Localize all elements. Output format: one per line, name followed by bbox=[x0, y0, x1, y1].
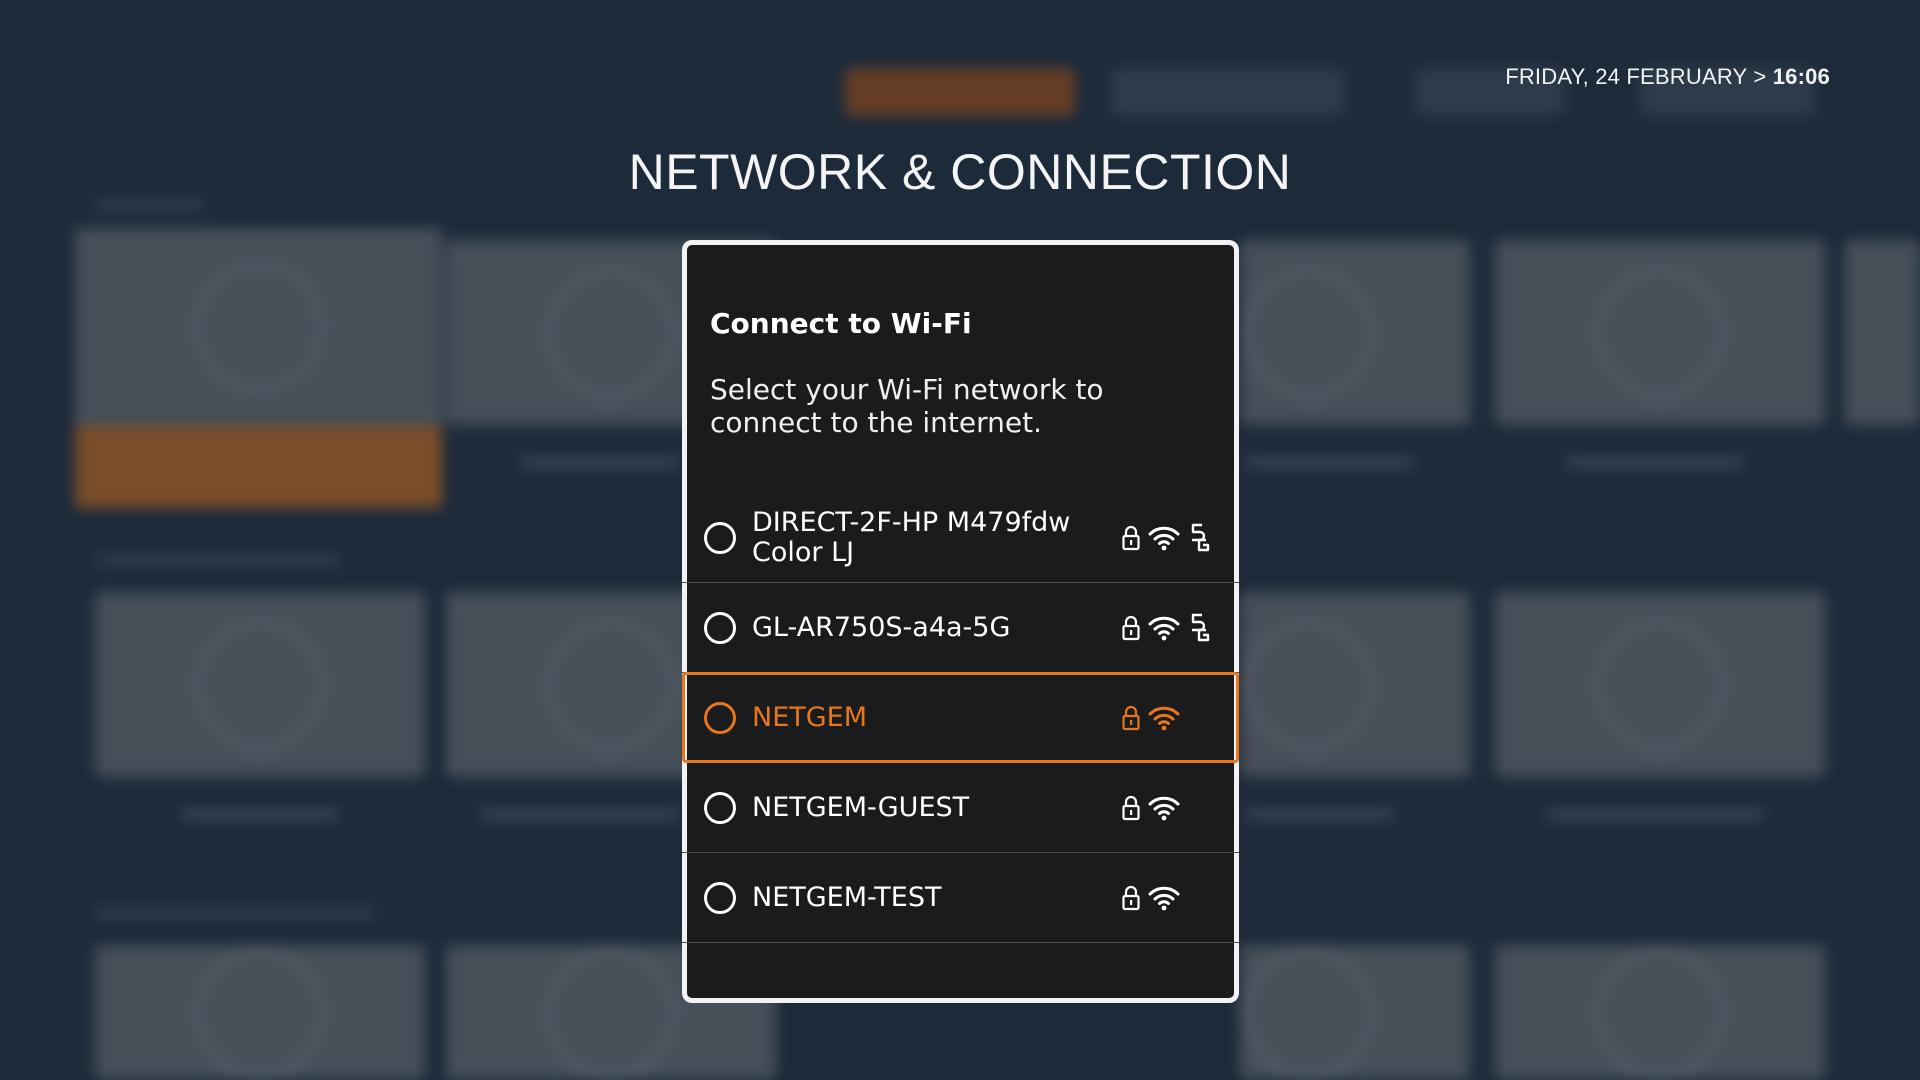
network-name: NETGEM-TEST bbox=[752, 881, 942, 913]
network-name: NETGEM bbox=[752, 701, 868, 733]
wifi-signal-icon bbox=[1148, 525, 1180, 551]
network-name: DIRECT-2F-HP M479fdw Color LJ bbox=[752, 506, 1071, 568]
date-time-separator: > bbox=[1753, 64, 1767, 89]
network-row-2[interactable]: GL-AR750S-a4a-5G bbox=[682, 583, 1239, 673]
network-status-icons bbox=[1122, 608, 1210, 648]
radio-button-icon[interactable] bbox=[704, 701, 736, 734]
radio-button-icon[interactable] bbox=[704, 521, 736, 554]
wifi-signal-icon bbox=[1148, 885, 1180, 911]
network-status-icons bbox=[1122, 788, 1180, 828]
radio-button-icon[interactable] bbox=[704, 881, 736, 914]
lock-icon bbox=[1122, 525, 1140, 551]
network-name: GL-AR750S-a4a-5G bbox=[752, 611, 1011, 643]
radio-button-icon[interactable] bbox=[704, 791, 736, 824]
lock-icon bbox=[1122, 885, 1140, 911]
list-end bbox=[682, 943, 1239, 953]
dialog-subtitle: Select your Wi-Fi network to connect to … bbox=[710, 373, 1104, 439]
network-status-icons bbox=[1122, 878, 1180, 918]
wifi-signal-icon bbox=[1148, 705, 1180, 731]
5g-band-icon bbox=[1188, 523, 1210, 553]
network-row-1[interactable]: DIRECT-2F-HP M479fdw Color LJ bbox=[682, 493, 1239, 583]
network-row-5[interactable]: NETGEM-TEST bbox=[682, 853, 1239, 943]
dialog-title: Connect to Wi-Fi bbox=[710, 307, 972, 340]
wifi-signal-icon bbox=[1148, 795, 1180, 821]
network-name: NETGEM-GUEST bbox=[752, 791, 970, 823]
radio-button-icon[interactable] bbox=[704, 611, 736, 644]
network-list: DIRECT-2F-HP M479fdw Color LJ GL-AR750S-… bbox=[682, 493, 1239, 953]
5g-band-icon bbox=[1188, 613, 1210, 643]
page-title: NETWORK & CONNECTION bbox=[628, 144, 1292, 200]
network-status-icons bbox=[1122, 518, 1210, 558]
network-row-4[interactable]: NETGEM-GUEST bbox=[682, 763, 1239, 853]
lock-icon bbox=[1122, 705, 1140, 731]
network-row-3[interactable]: NETGEM bbox=[682, 672, 1239, 763]
wifi-dialog: Connect to Wi-Fi Select your Wi-Fi netwo… bbox=[682, 240, 1239, 1003]
network-status-icons bbox=[1122, 698, 1180, 738]
date-time: FRIDAY, 24 FEBRUARY > 16:06 bbox=[1505, 64, 1830, 90]
date-label: FRIDAY, 24 FEBRUARY bbox=[1505, 64, 1748, 89]
lock-icon bbox=[1122, 615, 1140, 641]
wifi-signal-icon bbox=[1148, 615, 1180, 641]
lock-icon bbox=[1122, 795, 1140, 821]
time-label: 16:06 bbox=[1772, 64, 1830, 89]
